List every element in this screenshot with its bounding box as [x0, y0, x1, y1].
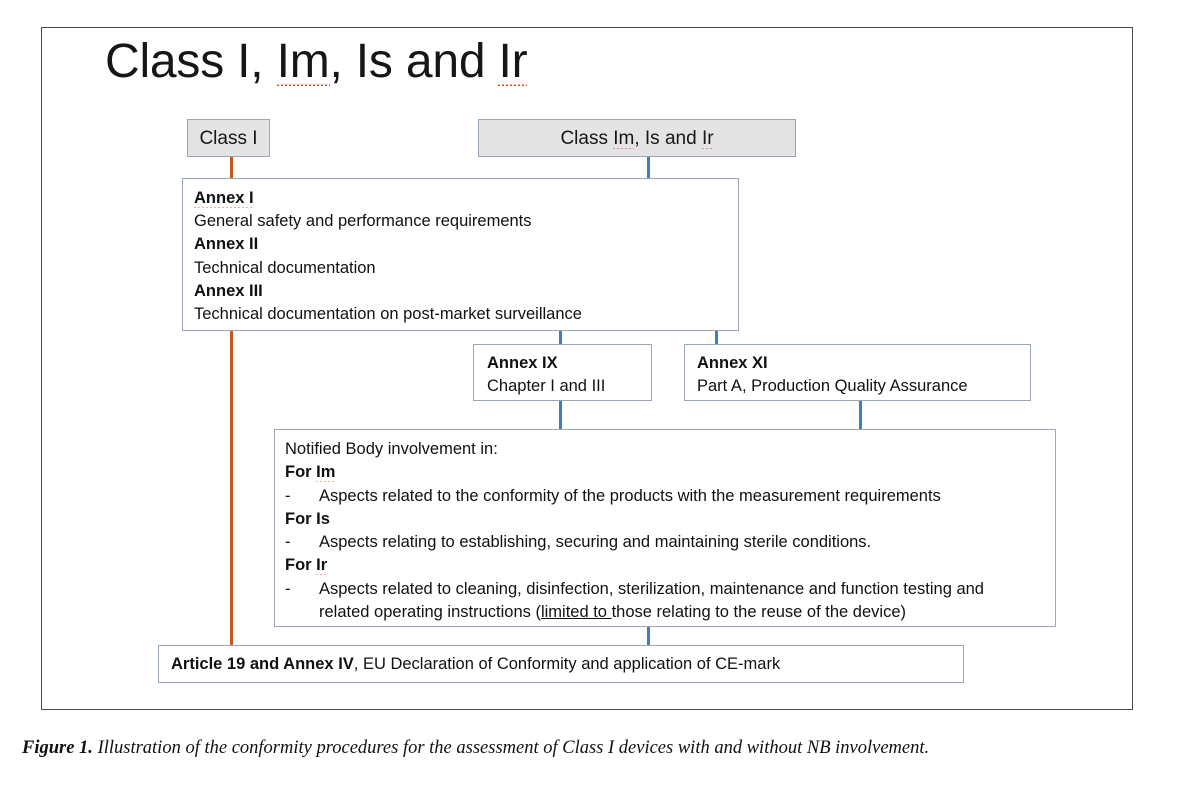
- connector-annex-ix-to-notified-body: [559, 400, 562, 430]
- notified-body-bullet-is-text: Aspects relating to establishing, securi…: [319, 533, 872, 552]
- notified-body-bullet-im-text: Aspects related to the conformity of the…: [319, 486, 941, 505]
- node-class-i[interactable]: Class I: [187, 119, 270, 157]
- notified-body-bullet-ir-post: those relating to the reuse of the devic…: [611, 603, 906, 622]
- connector-annex-xi-to-notified-body: [859, 400, 862, 430]
- annex-main-line-body-3: Technical documentation on post-market s…: [194, 305, 582, 324]
- node-class-im-is-ir[interactable]: Class Im, Is and Ir: [478, 119, 796, 157]
- notified-body-intro: Notified Body involvement in:: [285, 440, 498, 458]
- node-annex-ix[interactable]: Annex IX Chapter I and III: [473, 344, 652, 401]
- annex-main-line-body-1: General safety and performance requireme…: [194, 212, 532, 231]
- node-annex-main[interactable]: Annex I General safety and performance r…: [182, 178, 739, 331]
- annex-ix-heading: Annex IX: [487, 354, 558, 372]
- notified-body-bullet-im: - Aspects related to the conformity of t…: [285, 485, 1055, 508]
- annex-main-line-heading-3: Annex III: [194, 281, 263, 300]
- node-notified-body[interactable]: Notified Body involvement in: For Im - A…: [274, 429, 1056, 627]
- connector-class-im-to-annex-main: [647, 156, 650, 180]
- node-class-i-label: Class I: [199, 127, 258, 149]
- figure-title: Class I, Im, Is and Ir: [105, 33, 528, 91]
- article-19-text: Article 19 and Annex IV, EU Declaration …: [159, 653, 780, 675]
- notified-body-bullet-ir-pre: Aspects related to cleaning, disinfectio…: [319, 579, 984, 622]
- node-class-im-is-ir-label: Class Im, Is and Ir: [560, 127, 714, 149]
- node-article-19[interactable]: Article 19 and Annex IV, EU Declaration …: [158, 645, 964, 683]
- bullet-dash-icon: -: [285, 486, 291, 505]
- annex-ix-body: Chapter I and III: [487, 377, 606, 396]
- connector-annex-main-to-annex-ix: [559, 330, 562, 346]
- notified-body-group-heading-ir: For Ir: [285, 556, 328, 576]
- annex-xi-heading: Annex XI: [697, 354, 768, 372]
- connector-class-i-to-annex-main: [230, 156, 233, 180]
- annex-main-line-body-2: Technical documentation: [194, 258, 376, 277]
- notified-body-bullet-is: - Aspects relating to establishing, secu…: [285, 531, 1055, 554]
- notified-body-group-heading-im: For Im: [285, 463, 336, 483]
- article-19-rest: , EU Declaration of Conformity and appli…: [353, 655, 781, 673]
- connector-annex-main-to-article-19: [230, 330, 233, 646]
- annex-xi-body: Part A, Production Quality Assurance: [697, 377, 968, 396]
- article-19-bold: Article 19 and Annex IV: [171, 655, 354, 673]
- notified-body-bullet-ir-text: Aspects related to cleaning, disinfectio…: [319, 578, 1037, 625]
- figure-caption-label: Figure 1.: [22, 738, 93, 758]
- notified-body-bullet-ir-underlined: limited to: [540, 603, 612, 622]
- notified-body-group-heading-is: For Is: [285, 509, 330, 528]
- figure-caption: Figure 1. Illustration of the conformity…: [22, 735, 1156, 762]
- annex-main-line-heading-2: Annex II: [194, 235, 259, 254]
- figure-caption-text: Illustration of the conformity procedure…: [97, 738, 930, 758]
- bullet-dash-icon: -: [285, 533, 291, 552]
- node-annex-xi[interactable]: Annex XI Part A, Production Quality Assu…: [684, 344, 1031, 401]
- connector-annex-main-to-annex-xi: [715, 330, 718, 346]
- annex-main-line-heading-1: Annex I: [194, 189, 254, 208]
- bullet-dash-icon: -: [285, 579, 291, 598]
- connector-notified-body-to-article-19: [647, 626, 650, 646]
- notified-body-bullet-ir: - Aspects related to cleaning, disinfect…: [285, 578, 1055, 625]
- figure-title-text: Class I, Im, Is and Ir: [105, 35, 528, 90]
